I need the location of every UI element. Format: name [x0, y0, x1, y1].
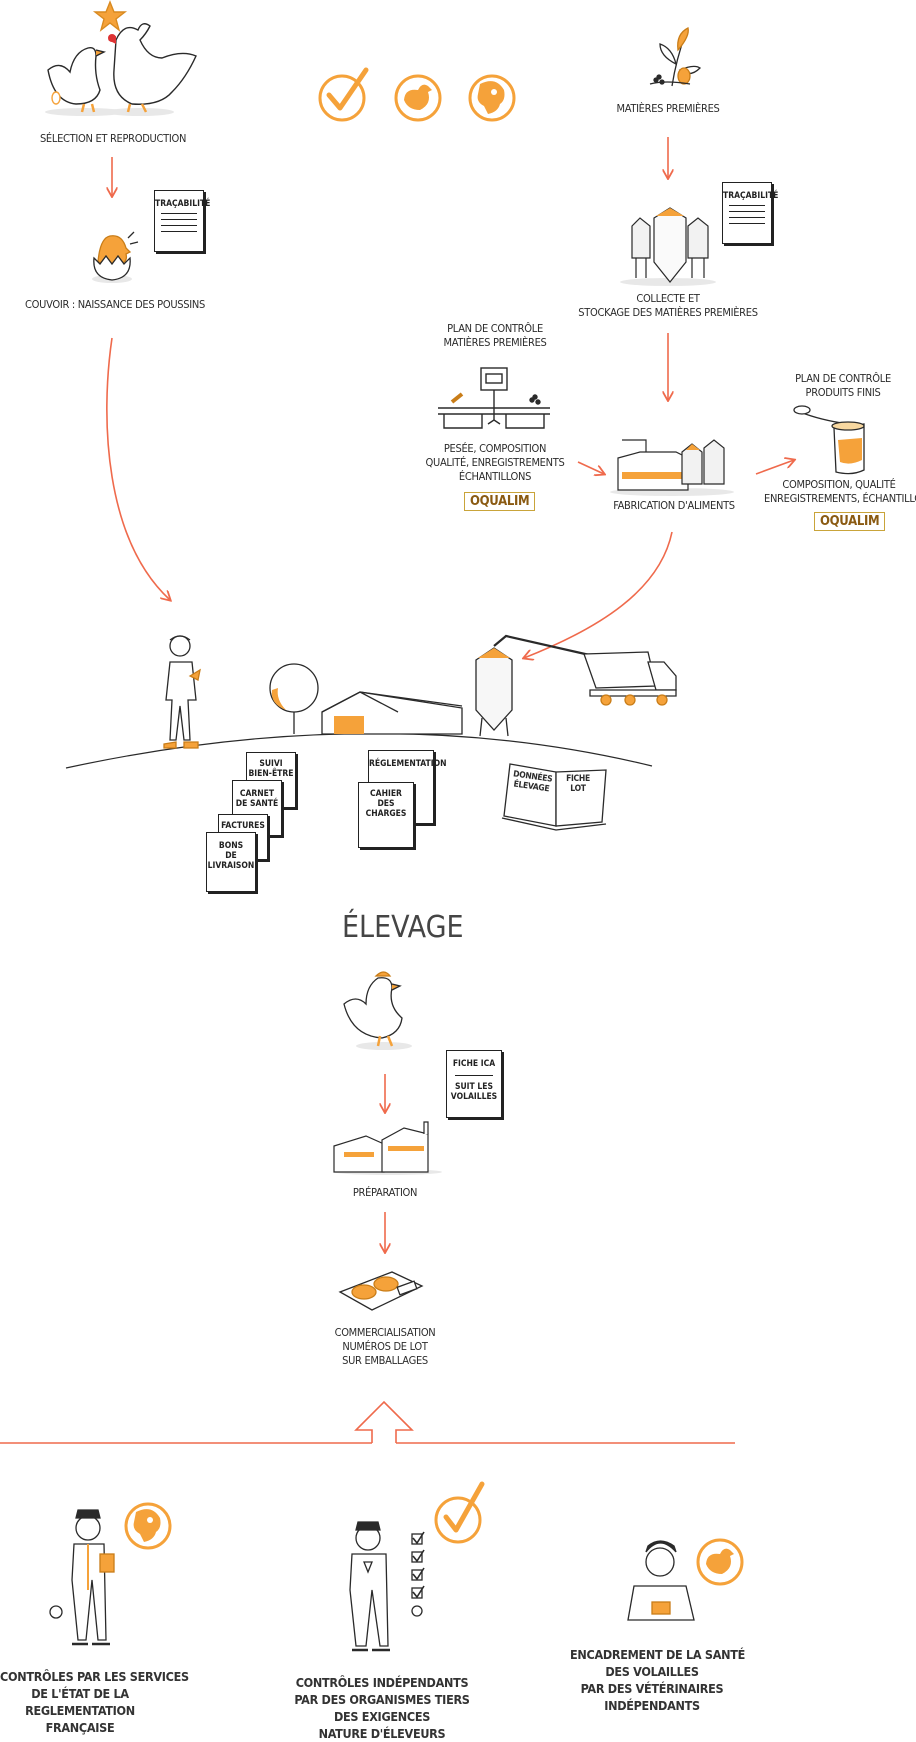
doc-cahier-charges: CAHIER DES CHARGES [358, 782, 414, 848]
up-arrow-icon [354, 1400, 414, 1443]
label-plan-produits: PLAN DE CONTRÔLE PRODUITS FINIS [795, 372, 891, 399]
factory-icon [610, 439, 734, 496]
chicken-circle-icon [394, 74, 442, 122]
hill [65, 732, 653, 769]
label-couvoir: COUVOIR : NAISSANCE DES POUSSINS [25, 298, 205, 311]
label-elevage: ÉLEVAGE [342, 910, 464, 945]
farmer-figure [163, 635, 201, 749]
scale-icon [438, 367, 550, 429]
chicken-icon [343, 971, 412, 1050]
arrow-fabrication-to-silo [524, 531, 673, 658]
open-book-icon [501, 763, 607, 831]
label-matieres: MATIÈRES PREMIÈRES [616, 102, 720, 115]
star-icon [92, 0, 128, 32]
inspector-figure [49, 1509, 115, 1646]
label-sante-volailles: ENCADREMENT DE LA SANTÉ DES VOLAILLES PA… [570, 1647, 745, 1713]
label-preparation: PRÉPARATION [352, 1186, 418, 1199]
silo-icon [620, 207, 716, 286]
preparation-factory-icon [333, 1121, 442, 1175]
checklist-icon [411, 1531, 425, 1617]
oqualim-badge-2: OQUALIM [814, 512, 886, 531]
plant-icon [649, 27, 702, 87]
check-circle-icon-bottom [434, 1481, 485, 1544]
food-bowl-icon [793, 405, 865, 475]
meat-tray-icon [338, 1271, 424, 1311]
label-plan-matieres: PLAN DE CONTRÔLE MATIÈRES PREMIÈRES [443, 322, 547, 349]
truck-icon [583, 651, 677, 706]
doc-fiche-ica: FICHE ICA SUIT LES VOLAILLES [446, 1050, 502, 1118]
check-icon [318, 67, 369, 122]
arrow-couvoir-to-elevage [106, 337, 170, 600]
doc-bons-livraison: BONS DE LIVRAISON [206, 832, 256, 892]
label-selection: SÉLECTION ET REPRODUCTION [39, 132, 187, 145]
barn-icon [321, 691, 463, 735]
label-collecte: COLLECTE ET STOCKAGE DES MATIÈRES PREMIÈ… [578, 292, 758, 319]
label-controles-independants: CONTRÔLES INDÉPENDANTS PAR DES ORGANISME… [294, 1675, 470, 1741]
label-fiche-lot: FICHE LOT [566, 774, 590, 794]
label-composition: COMPOSITION, QUALITÉ ENREGISTREMENTS, ÉC… [764, 478, 916, 505]
auditor-figure [349, 1521, 425, 1652]
farm-scene [65, 634, 677, 769]
controls-divider [0, 1400, 735, 1444]
vet-circle-icon [468, 74, 516, 122]
top-center-icons [318, 67, 516, 122]
label-fabrication: FABRICATION D'ALIMENTS [613, 499, 735, 512]
silo-farm-icon [475, 634, 595, 737]
hen-rooster-illustration [45, 0, 197, 116]
doc-tracabilite-1: TRAÇABILITÉ [154, 190, 210, 252]
label-commercialisation: COMMERCIALISATION NUMÉROS DE LOT SUR EMB… [334, 1326, 436, 1367]
label-pesee: PESÉE, COMPOSITION QUALITÉ, ENREGISTREME… [425, 442, 565, 483]
vet-figure [627, 1540, 695, 1621]
oqualim-badge-1: OQUALIM [464, 492, 536, 511]
arrow-pesee-to-fabrication [577, 461, 604, 474]
tree-icon [269, 663, 319, 734]
egg-chick-icon [92, 231, 139, 283]
vet-circle-icon-bottom-left [124, 1502, 172, 1550]
doc-tracabilite-2: TRAÇABILITÉ [722, 182, 778, 244]
chicken-circle-icon-bottom [696, 1538, 744, 1586]
arrow-fabrication-to-produits [755, 460, 794, 475]
label-controles-etat: CONTRÔLES PAR LES SERVICES DE L'ÉTAT DE … [0, 1669, 189, 1735]
